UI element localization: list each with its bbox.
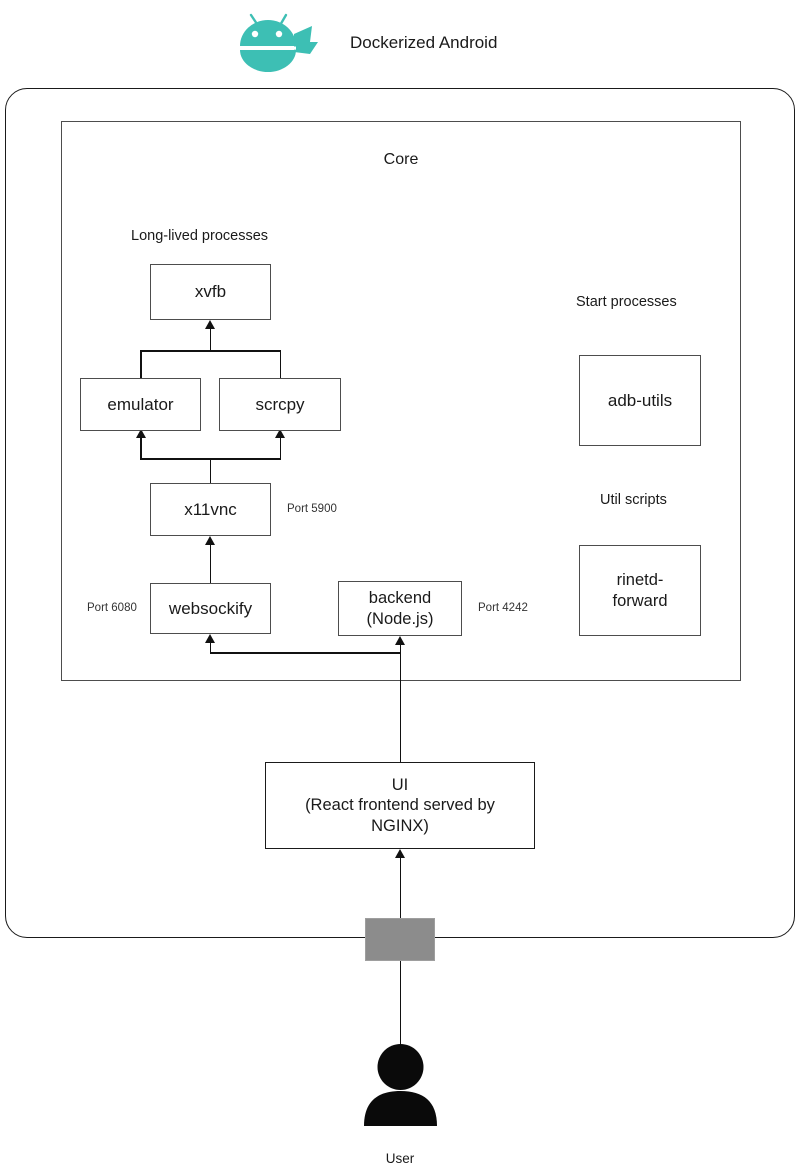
node-backend-label-line2: (Node.js)	[366, 609, 434, 628]
node-adb-utils[interactable]: adb-utils	[579, 355, 701, 446]
label-long-lived-processes: Long-lived processes	[131, 228, 269, 244]
node-emulator[interactable]: emulator	[80, 378, 201, 431]
label-util-scripts: Util scripts	[600, 492, 667, 508]
connector-websockify-stem	[209, 643, 212, 654]
page-title: Dockerized Android	[350, 33, 498, 52]
node-xvfb-label: xvfb	[194, 282, 227, 302]
core-title: Core	[383, 151, 419, 168]
connector-user-to-gateway	[399, 960, 402, 1050]
node-xvfb[interactable]: xvfb	[150, 264, 271, 320]
node-scrcpy-label: scrcpy	[255, 394, 305, 414]
node-backend[interactable]: backend (Node.js)	[338, 581, 462, 636]
arrow-to-scrcpy	[275, 429, 285, 438]
user-person-icon	[362, 1043, 439, 1126]
node-rinetd-label-line1: rinetd-	[616, 570, 664, 589]
arrow-to-backend	[395, 636, 405, 645]
arrow-to-x11vnc	[205, 536, 215, 545]
connector-xvfb-stem	[209, 329, 212, 351]
connector-bracket-top	[140, 350, 281, 352]
node-websockify[interactable]: websockify	[150, 583, 271, 634]
connector-scrcpy-stem	[279, 438, 282, 459]
connector-to-scrcpy-top	[279, 350, 282, 378]
connector-gateway-to-ui	[399, 857, 402, 919]
node-scrcpy[interactable]: scrcpy	[219, 378, 341, 431]
port-label-websockify: Port 6080	[87, 602, 137, 614]
android-docker-whale-logo-icon	[234, 12, 320, 80]
user-label: User	[385, 1151, 415, 1166]
arrow-to-websockify	[205, 634, 215, 643]
node-rinetd-label-line2: forward	[612, 591, 668, 610]
node-websockify-label: websockify	[168, 598, 253, 618]
connector-x11vnc-up	[209, 458, 212, 483]
arrow-to-ui	[395, 849, 405, 858]
node-ui-label-line2: (React frontend served by	[305, 796, 495, 815]
arrow-to-emulator	[135, 429, 146, 438]
node-ui-react-frontend[interactable]: UI (React frontend served by NGINX)	[265, 762, 535, 849]
connector-websockify-branch	[209, 652, 401, 654]
node-x11vnc[interactable]: x11vnc	[150, 483, 271, 536]
arrow-to-xvfb	[205, 320, 215, 329]
node-ui-label-line1: UI	[391, 775, 409, 794]
label-start-processes: Start processes	[576, 294, 677, 310]
connector-to-emulator-top	[140, 350, 142, 378]
node-adb-utils-label: adb-utils	[607, 390, 673, 410]
connector-websockify-x11vnc	[209, 545, 212, 583]
node-rinetd-forward[interactable]: rinetd- forward	[579, 545, 701, 636]
node-x11vnc-label: x11vnc	[184, 499, 237, 519]
node-ui-label-line3: NGINX)	[371, 816, 429, 835]
node-backend-label-line1: backend	[368, 588, 432, 607]
port-label-x11vnc: Port 5900	[287, 503, 337, 515]
port-label-backend: Port 4242	[478, 602, 528, 614]
connector-ui-to-backend	[399, 645, 402, 762]
node-emulator-label: emulator	[107, 394, 174, 414]
connector-emulator-stem	[140, 438, 142, 459]
gateway-block[interactable]	[365, 918, 435, 961]
